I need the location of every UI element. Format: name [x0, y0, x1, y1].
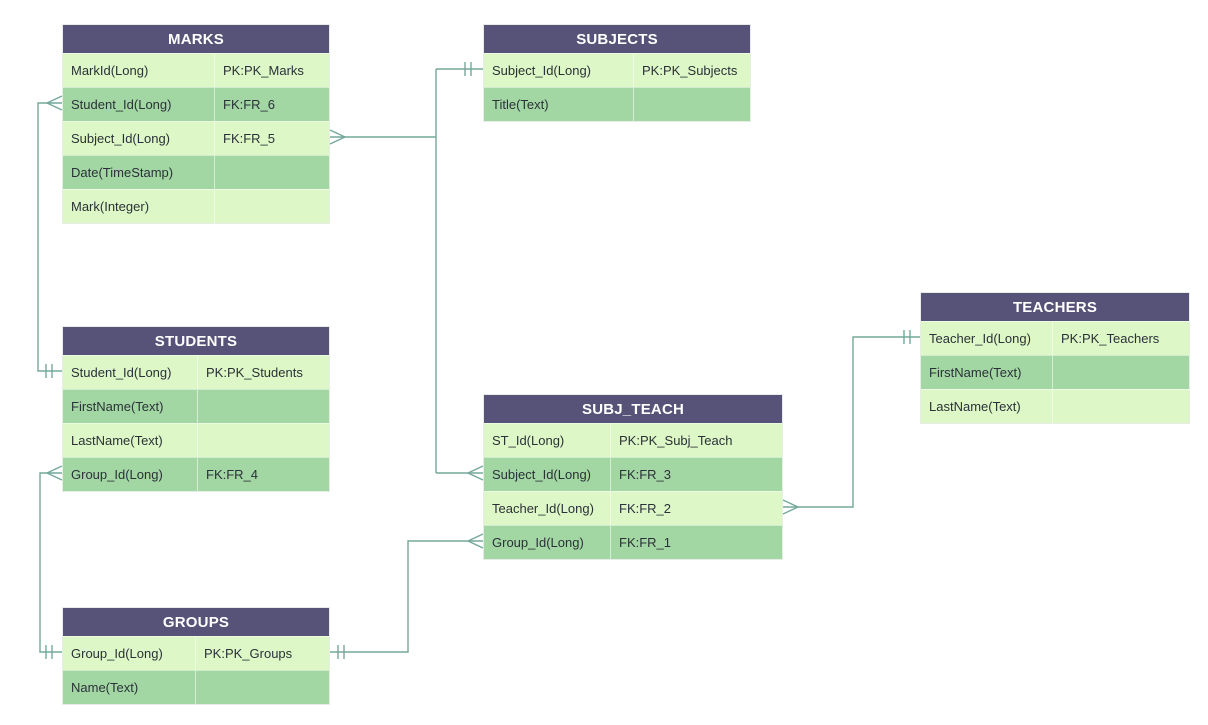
table-row[interactable]: ST_Id(Long) PK:PK_Subj_Teach — [484, 423, 782, 457]
table-row[interactable]: Teacher_Id(Long) FK:FR_2 — [484, 491, 782, 525]
key-cell: FK:FR_6 — [223, 97, 276, 112]
field-cell: MarkId(Long) — [63, 54, 215, 87]
table-header-subjects[interactable]: SUBJECTS — [484, 25, 750, 53]
key-cell: FK:FR_3 — [619, 467, 672, 482]
field-cell: LastName(Text) — [921, 390, 1053, 423]
table-header-subj-teach[interactable]: SUBJ_TEACH — [484, 395, 782, 423]
connector-fr5[interactable] — [329, 62, 483, 473]
table-row[interactable]: Group_Id(Long) PK:PK_Groups — [63, 636, 329, 670]
key-cell: FK:FR_1 — [619, 535, 672, 550]
field-cell: Teacher_Id(Long) — [484, 492, 611, 525]
field-cell: Name(Text) — [63, 671, 196, 704]
connector-fr2[interactable] — [782, 330, 920, 515]
table-row[interactable]: Subject_Id(Long) PK:PK_Subjects — [484, 53, 750, 87]
field-cell: FirstName(Text) — [63, 390, 198, 423]
table-row[interactable]: Teacher_Id(Long) PK:PK_Teachers — [921, 321, 1189, 355]
entity-table-teachers[interactable]: TEACHERS Teacher_Id(Long) PK:PK_Teachers… — [920, 292, 1190, 424]
table-row[interactable]: FirstName(Text) — [63, 389, 329, 423]
field-cell: ST_Id(Long) — [484, 424, 611, 457]
field-cell: FirstName(Text) — [921, 356, 1053, 389]
field-cell: Subject_Id(Long) — [63, 122, 215, 155]
key-cell: FK:FR_5 — [223, 131, 276, 146]
key-cell: PK:PK_Groups — [204, 646, 293, 661]
table-header-teachers[interactable]: TEACHERS — [921, 293, 1189, 321]
table-row[interactable]: LastName(Text) — [63, 423, 329, 457]
key-cell: PK:PK_Marks — [223, 63, 304, 78]
table-row[interactable]: Mark(Integer) — [63, 189, 329, 223]
field-cell: Student_Id(Long) — [63, 88, 215, 121]
field-cell: Title(Text) — [484, 88, 634, 121]
table-row[interactable]: Subject_Id(Long) FK:FR_5 — [63, 121, 329, 155]
table-row[interactable]: Subject_Id(Long) FK:FR_3 — [484, 457, 782, 491]
key-cell: PK:PK_Students — [206, 365, 303, 380]
field-cell: Group_Id(Long) — [63, 637, 196, 670]
table-row[interactable]: Name(Text) — [63, 670, 329, 704]
field-cell: LastName(Text) — [63, 424, 198, 457]
field-cell: Teacher_Id(Long) — [921, 322, 1053, 355]
key-cell: PK:PK_Teachers — [1061, 331, 1160, 346]
key-cell: PK:PK_Subjects — [642, 63, 738, 78]
field-cell: Subject_Id(Long) — [484, 54, 634, 87]
connector-fr4[interactable] — [39, 465, 63, 659]
table-row[interactable]: MarkId(Long) PK:PK_Marks — [63, 53, 329, 87]
field-cell: Student_Id(Long) — [63, 356, 198, 389]
key-cell: FK:FR_2 — [619, 501, 672, 516]
connector-fr6[interactable] — [37, 95, 63, 378]
table-row[interactable]: Group_Id(Long) FK:FR_4 — [63, 457, 329, 491]
field-cell: Group_Id(Long) — [63, 458, 198, 491]
table-header-students[interactable]: STUDENTS — [63, 327, 329, 355]
entity-table-students[interactable]: STUDENTS Student_Id(Long) PK:PK_Students… — [62, 326, 330, 492]
table-row[interactable]: LastName(Text) — [921, 389, 1189, 423]
connector-fr3[interactable] — [436, 465, 484, 481]
field-cell: Group_Id(Long) — [484, 526, 611, 559]
entity-table-groups[interactable]: GROUPS Group_Id(Long) PK:PK_Groups Name(… — [62, 607, 330, 705]
table-row[interactable]: Student_Id(Long) FK:FR_6 — [63, 87, 329, 121]
connector-fr1[interactable] — [330, 533, 484, 659]
table-header-marks[interactable]: MARKS — [63, 25, 329, 53]
key-cell: FK:FR_4 — [206, 467, 259, 482]
entity-table-marks[interactable]: MARKS MarkId(Long) PK:PK_Marks Student_I… — [62, 24, 330, 224]
table-header-groups[interactable]: GROUPS — [63, 608, 329, 636]
table-row[interactable]: FirstName(Text) — [921, 355, 1189, 389]
field-cell: Mark(Integer) — [63, 190, 215, 223]
key-cell: PK:PK_Subj_Teach — [619, 433, 733, 448]
table-row[interactable]: Date(TimeStamp) — [63, 155, 329, 189]
entity-table-subj-teach[interactable]: SUBJ_TEACH ST_Id(Long) PK:PK_Subj_Teach … — [483, 394, 783, 560]
entity-table-subjects[interactable]: SUBJECTS Subject_Id(Long) PK:PK_Subjects… — [483, 24, 751, 122]
table-row[interactable]: Title(Text) — [484, 87, 750, 121]
table-row[interactable]: Group_Id(Long) FK:FR_1 — [484, 525, 782, 559]
table-row[interactable]: Student_Id(Long) PK:PK_Students — [63, 355, 329, 389]
field-cell: Subject_Id(Long) — [484, 458, 611, 491]
field-cell: Date(TimeStamp) — [63, 156, 215, 189]
